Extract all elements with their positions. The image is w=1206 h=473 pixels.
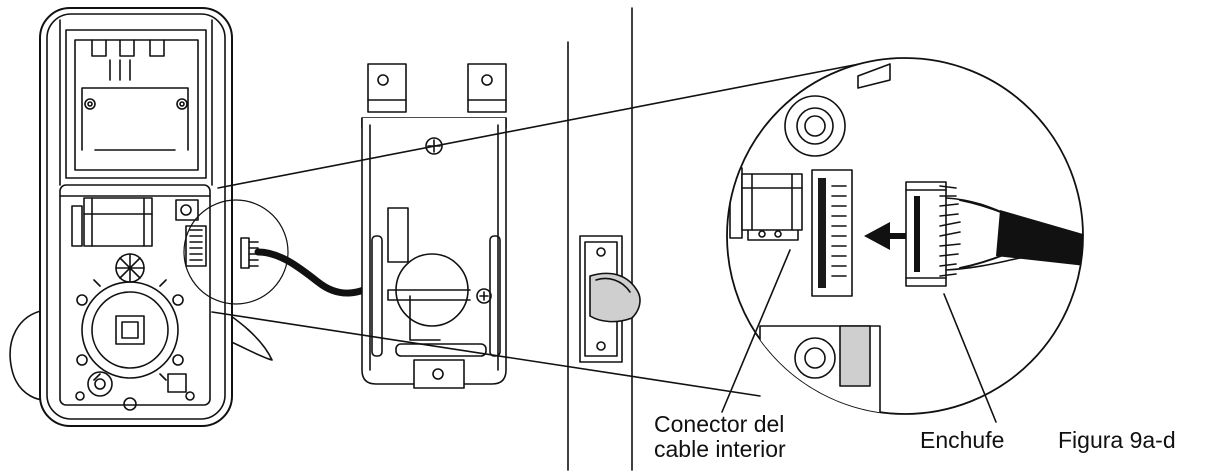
connector-label-line2: cable interior [654,436,786,462]
figure-label: Figura 9a-d [1058,427,1176,453]
connector-label-line1: Conector del [654,411,785,437]
connector-leader-line [721,249,791,413]
mounting-plate [361,63,507,389]
connector-label: Conector del cable interior [654,412,786,462]
lock-assembly-front [9,7,273,427]
plug-leader-line [943,293,997,423]
magnified-connector-view [726,57,1084,415]
door-edge-with-latch [567,7,641,471]
plug-label: Enchufe [920,427,1005,453]
